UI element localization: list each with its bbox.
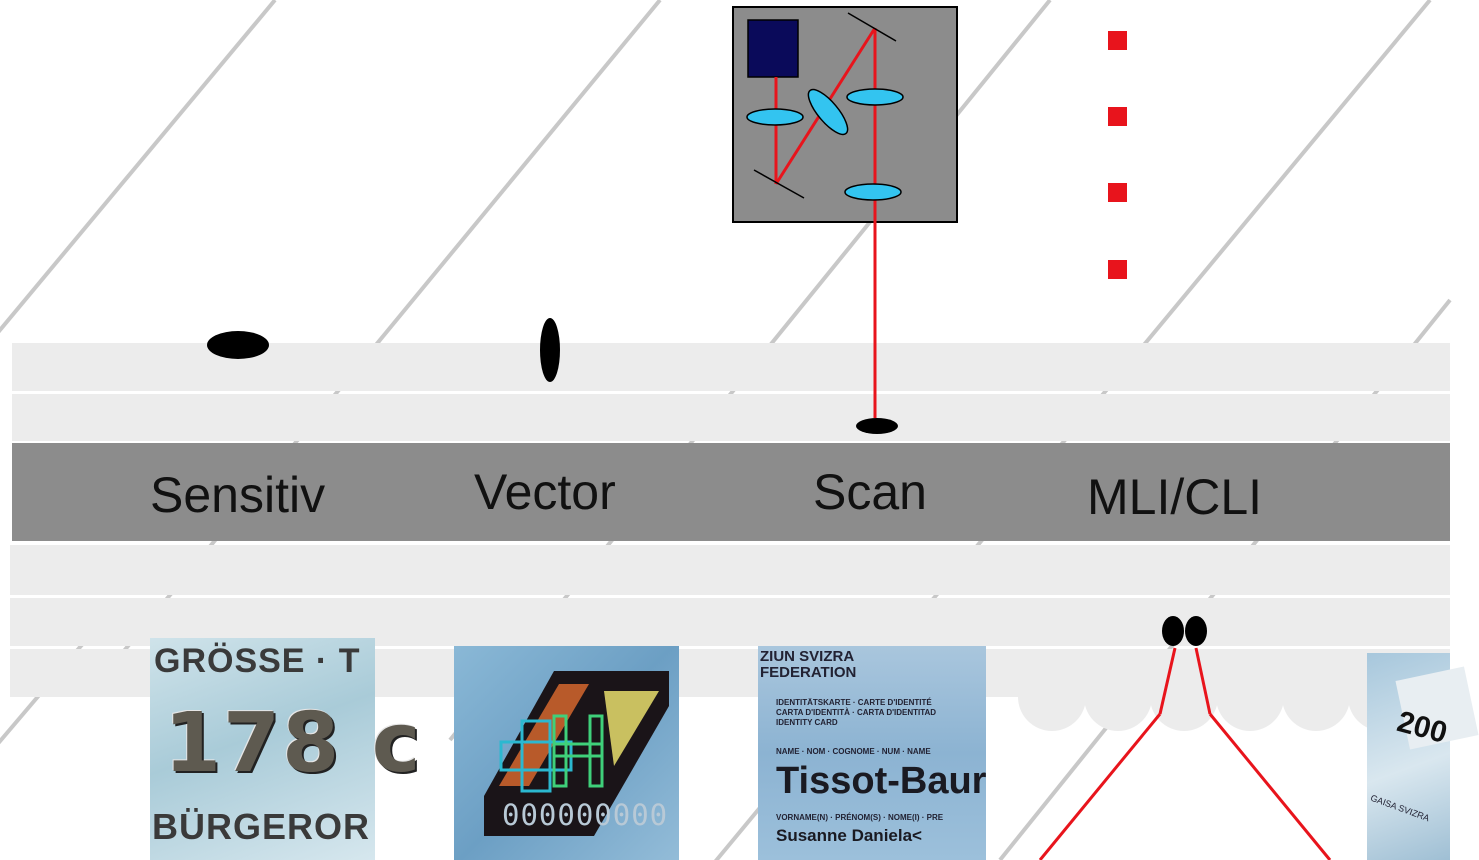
vector-photo-digits: 000000000 [502, 798, 669, 832]
scan-photo-line3: IDENTITÄTSKARTE · CARTE D'IDENTITÉ [776, 698, 932, 707]
scan-photo-line1: ZIUN SVIZRA [760, 648, 855, 665]
bullet-list [1108, 31, 1127, 279]
scan-photo-line8: VORNAME(N) · PRÉNOM(S) · NOME(I) · PRE [776, 813, 944, 822]
bullet-icon [1108, 260, 1127, 279]
mli-cli-beams [1038, 616, 1332, 860]
bullet-icon [1108, 107, 1127, 126]
vector-sample-photo: 000000000 [454, 646, 679, 860]
bullet-icon [1108, 183, 1127, 202]
vector-spot-icon [540, 318, 560, 382]
mirror-icon [847, 12, 897, 42]
ch-hologram-icon [484, 671, 669, 836]
lens-icon [844, 183, 902, 201]
lens-icon [807, 88, 849, 136]
scan-photo-line4: CARTA D'IDENTITÀ · CARTA D'IDENTITAD [776, 708, 937, 717]
mli-sample-photo: 200 GAISA SVIZRA [1367, 653, 1479, 860]
sensitiv-photo-line3: BÜRGEROR [152, 806, 371, 847]
scan-photo-line9: Susanne Daniela< [776, 826, 922, 845]
sensitiv-photo-line1: GRÖSSE · T [154, 642, 361, 680]
scan-photo-line2: FEDERATION [760, 664, 857, 681]
horizontal-bands [10, 343, 1450, 697]
scan-photo-line6: NAME · NOM · COGNOME · NUM · NAME [776, 747, 931, 756]
sensitiv-photo-line2: 178 c [164, 696, 423, 791]
mli-spot-icon [1162, 616, 1184, 646]
lens-icon [746, 108, 804, 126]
scan-sample-photo: ZIUN SVIZRA FEDERATION IDENTITÄTSKARTE ·… [758, 646, 986, 860]
method-label-scan: Scan [813, 464, 927, 520]
sensitiv-spot-icon [207, 331, 269, 359]
method-label-band [12, 443, 1450, 541]
bullet-icon [1108, 31, 1127, 50]
method-label-vector: Vector [474, 464, 616, 520]
scan-device [732, 6, 958, 418]
scan-photo-line7: Tissot-Baur [776, 760, 987, 802]
method-label-sensitiv: Sensitiv [150, 467, 326, 523]
scan-spot-icon [856, 418, 898, 434]
method-label-mlicli: MLI/CLI [1087, 469, 1263, 525]
mli-spot-icon [1185, 616, 1207, 646]
scan-photo-line5: IDENTITY CARD [776, 718, 838, 727]
sensitiv-sample-photo: GRÖSSE · T 178 c BÜRGEROR [150, 638, 420, 860]
mirror-icon [753, 169, 805, 199]
lens-icon [846, 88, 904, 106]
laser-source-icon [747, 19, 799, 78]
mli-photo-line2: GAISA SVIZRA [1369, 792, 1431, 824]
